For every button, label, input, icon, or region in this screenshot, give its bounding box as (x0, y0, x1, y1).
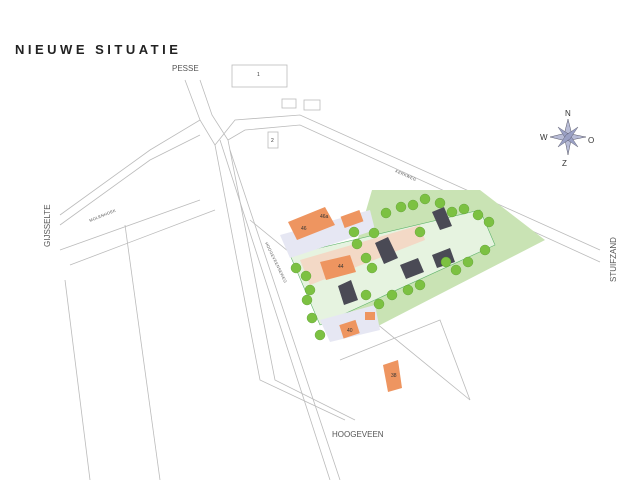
compass-n: N (565, 109, 571, 118)
compass-z: Z (562, 159, 567, 168)
house-number-2: 2 (271, 138, 274, 144)
destination-gijsselte: GIJSSELTE (43, 204, 52, 247)
destination-pesse: PESSE (172, 64, 199, 73)
trees (290, 193, 495, 341)
street-label-molenhoek: MOLENHOEK (89, 208, 117, 223)
compass-icon: N O Z W (540, 109, 594, 168)
house-number-46: 46 (301, 226, 307, 232)
compass-w: W (540, 133, 548, 142)
house-number-38: 38 (391, 373, 397, 379)
destination-hoogeveen: HOOGEVEEN (332, 430, 384, 439)
house-number-1: 1 (257, 72, 260, 78)
house-number-40: 40 (347, 328, 353, 334)
existing-buildings (288, 207, 402, 392)
page-title: NIEUWE SITUATIE (15, 42, 182, 57)
house-number-46a: 46a (320, 214, 329, 220)
compass-o: O (588, 136, 594, 145)
destination-stuifzand: STUIFZAND (609, 237, 618, 282)
house-number-44: 44 (338, 264, 344, 270)
street-label-kerkweg: KERKWEG (395, 168, 418, 182)
